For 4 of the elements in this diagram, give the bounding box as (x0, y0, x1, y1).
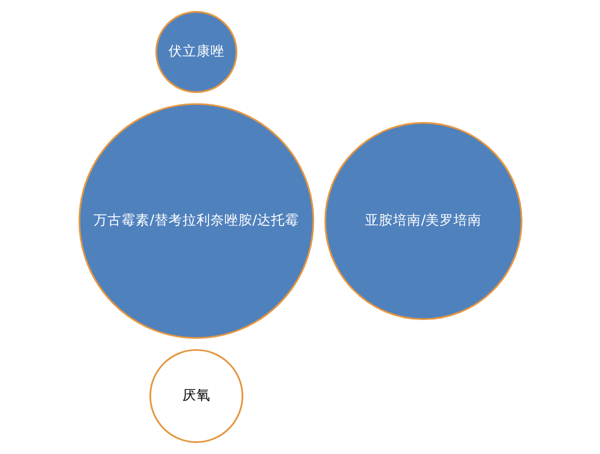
node-circle: 厌氧 (148, 349, 243, 443)
node-circle: 万古霉素/替考拉利奈唑胺/达托霉 (78, 103, 314, 339)
node-circle: 伏立康唑 (154, 11, 237, 93)
node-circle: 亚胺培南/美罗培南 (324, 122, 522, 320)
